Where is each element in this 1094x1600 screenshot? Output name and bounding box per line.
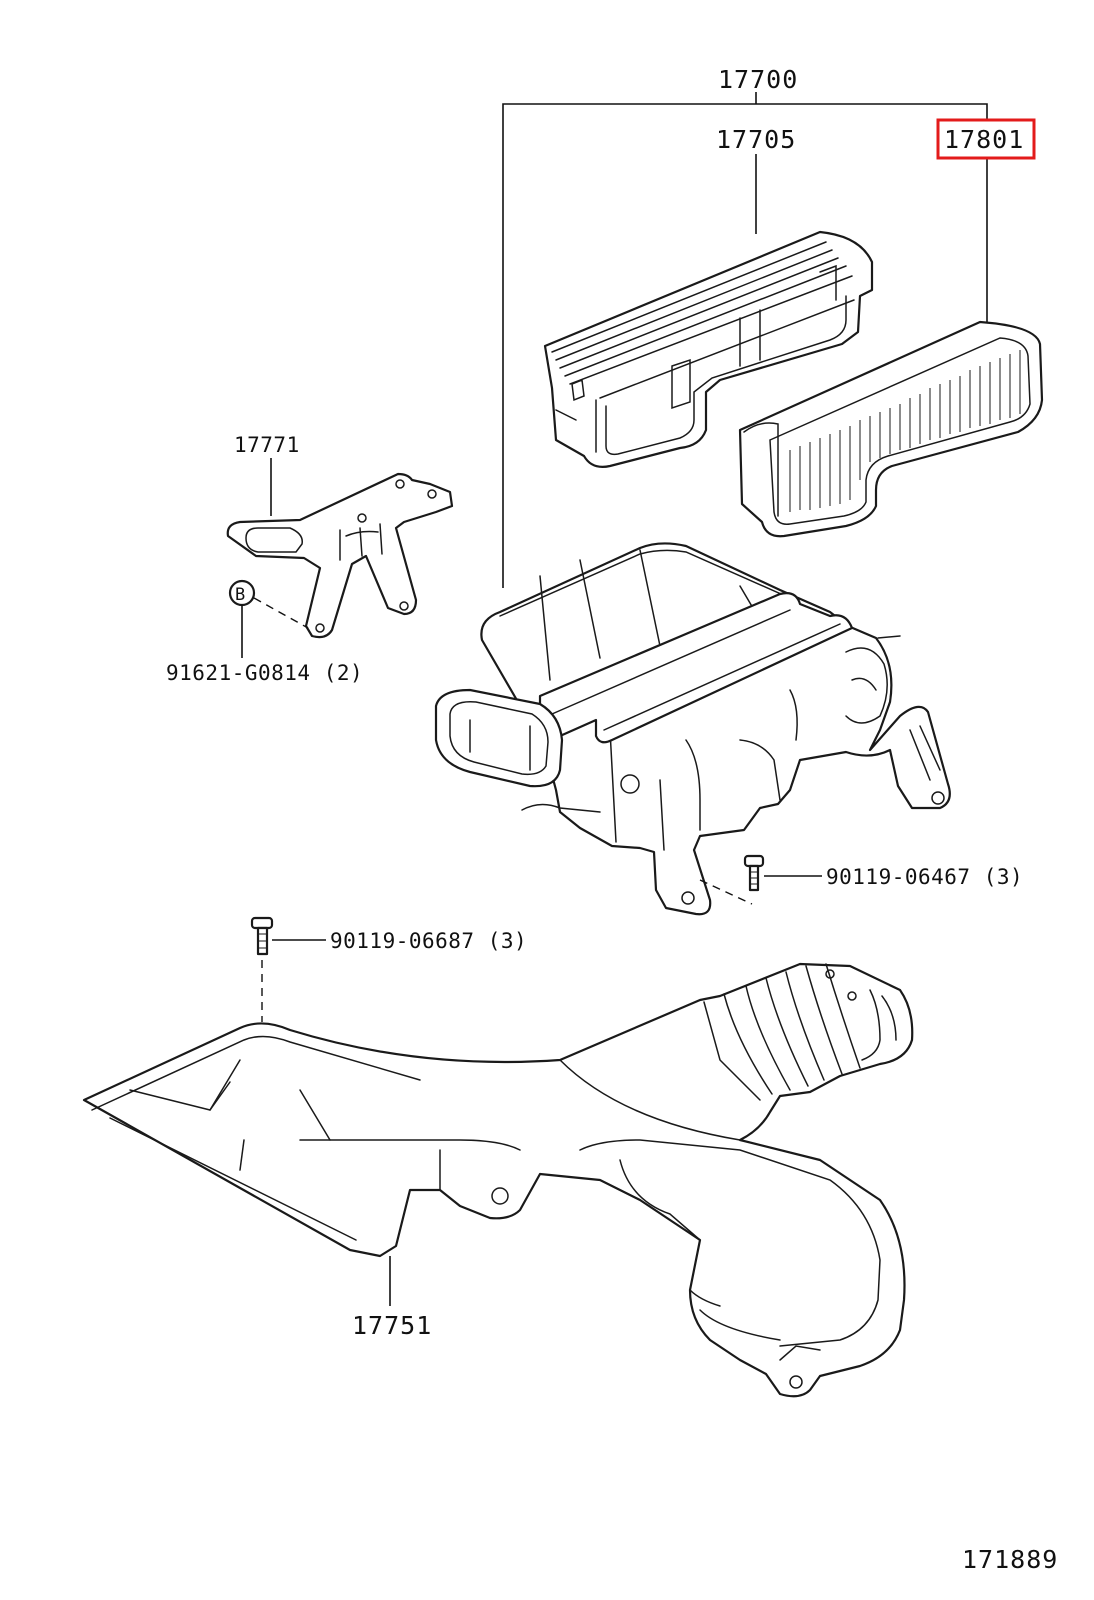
callout-17801[interactable]: 17801 [944, 125, 1024, 154]
air-cleaner-case [434, 542, 951, 916]
callout-17751[interactable]: 17751 [352, 1311, 432, 1340]
callout-91621-G0814[interactable]: 91621-G0814 (2) [166, 661, 363, 685]
callout-17771[interactable]: 17771 [234, 433, 300, 457]
bolt-91621-G0814 [228, 579, 309, 658]
air-cleaner-cap-17705 [543, 230, 874, 468]
callout-17700[interactable]: 17700 [718, 65, 798, 94]
callout-90119-06687[interactable]: 90119-06687 (3) [330, 929, 527, 953]
inlet-duct-17751 [82, 962, 914, 1398]
bolt-90119-06687 [250, 916, 326, 1022]
assembly-bracket-lines [502, 92, 988, 588]
callout-17705[interactable]: 17705 [716, 125, 796, 154]
filter-element-17801 [738, 320, 1044, 538]
bracket-17771 [226, 472, 454, 639]
callout-highlight-box [936, 118, 1036, 160]
callout-90119-06467[interactable]: 90119-06467 (3) [826, 865, 1023, 889]
diagram-id: 171889 [962, 1545, 1058, 1574]
bolt-90119-06467 [699, 854, 822, 905]
bolt-marker-b: B [235, 585, 245, 605]
